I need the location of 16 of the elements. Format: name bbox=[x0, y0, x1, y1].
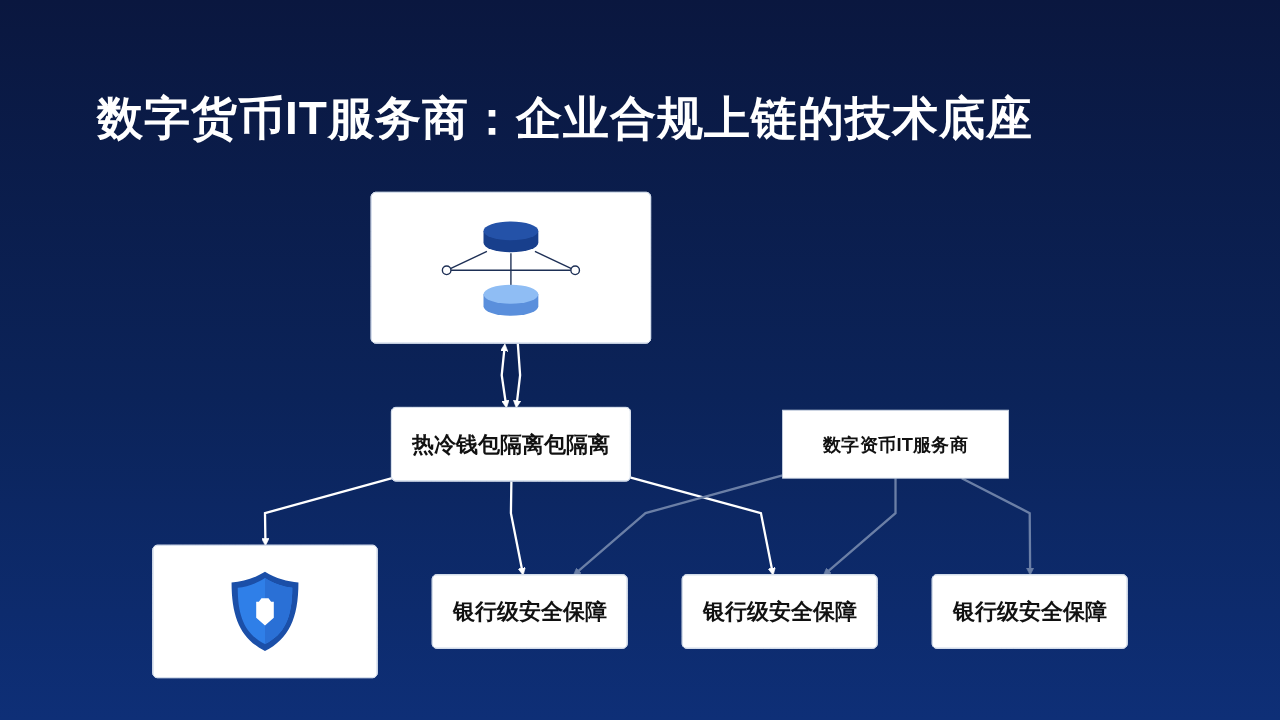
process-box: 银行级安全保障 bbox=[681, 574, 878, 649]
arrow bbox=[509, 481, 526, 576]
shield-card bbox=[152, 544, 378, 679]
process-box: 银行级安全保障 bbox=[931, 574, 1128, 649]
process-box: 热冷钱包隔离包隔离 bbox=[390, 406, 631, 482]
arrow bbox=[261, 477, 393, 547]
arrow bbox=[823, 478, 897, 576]
title: 数字货币IT服务商：企业合规上链的技术底座 bbox=[97, 91, 1033, 146]
document-page: 数字资币IT服务商 bbox=[782, 409, 1009, 479]
process-box: 银行级安全保障 bbox=[431, 574, 628, 649]
arrow bbox=[513, 343, 522, 409]
arrow bbox=[573, 474, 783, 576]
arrow bbox=[500, 343, 510, 409]
arrow bbox=[961, 477, 1035, 576]
arrow bbox=[630, 476, 776, 576]
database-card bbox=[370, 191, 652, 344]
